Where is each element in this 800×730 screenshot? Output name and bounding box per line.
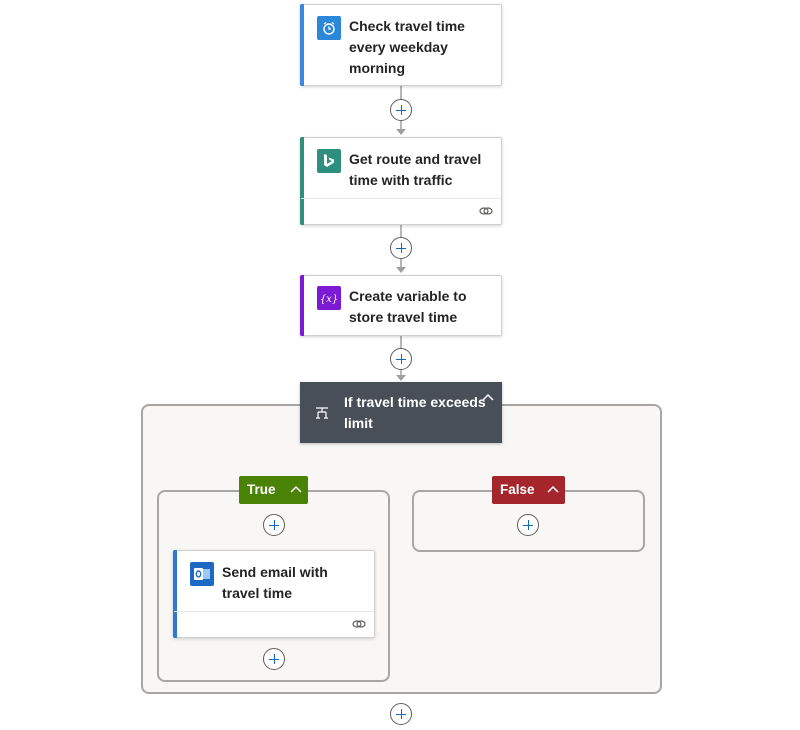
send-email-card[interactable]: Send email with travel time (173, 550, 375, 638)
collapse-condition-chevron-icon[interactable] (480, 390, 496, 406)
add-false-action-button[interactable] (517, 514, 539, 536)
bing-maps-icon (317, 149, 341, 173)
add-step-after-condition-button[interactable] (390, 703, 412, 725)
add-true-action-button[interactable] (263, 514, 285, 536)
trigger-card[interactable]: Check travel time every weekday morning (300, 4, 502, 86)
send-email-footer (174, 611, 374, 637)
send-email-accent-bar (173, 550, 177, 638)
true-branch-header[interactable]: True (239, 476, 308, 504)
alarm-clock-icon (317, 16, 341, 40)
send-email-title: Send email with travel time (222, 564, 328, 601)
false-branch-label: False (500, 482, 535, 497)
false-branch-header[interactable]: False (492, 476, 565, 504)
get-route-accent-bar (300, 137, 304, 225)
variable-icon: {x} (317, 286, 341, 310)
connection-link-icon[interactable] (479, 205, 493, 217)
trigger-accent-bar (300, 4, 304, 86)
collapse-true-branch-chevron-icon[interactable] (288, 482, 304, 498)
create-variable-card[interactable]: {x} Create variable to store travel time (300, 275, 502, 336)
outlook-icon (190, 562, 214, 586)
add-after-email-button[interactable] (263, 648, 285, 670)
add-step-button-1[interactable] (390, 99, 412, 121)
condition-icon (316, 407, 328, 419)
collapse-false-branch-chevron-icon[interactable] (545, 482, 561, 498)
add-step-button-3[interactable] (390, 348, 412, 370)
condition-title: If travel time exceeds limit (344, 394, 486, 431)
trigger-title: Check travel time every weekday morning (349, 18, 465, 76)
condition-card[interactable]: If travel time exceeds limit (300, 382, 502, 443)
true-branch-label: True (247, 482, 276, 497)
get-route-footer (301, 198, 501, 224)
add-step-button-2[interactable] (390, 237, 412, 259)
get-route-card[interactable]: Get route and travel time with traffic (300, 137, 502, 225)
get-route-title: Get route and travel time with traffic (349, 151, 482, 188)
connection-link-icon[interactable] (352, 618, 366, 630)
svg-text:{x}: {x} (320, 294, 338, 305)
create-variable-accent-bar (300, 275, 304, 336)
create-variable-title: Create variable to store travel time (349, 288, 467, 325)
